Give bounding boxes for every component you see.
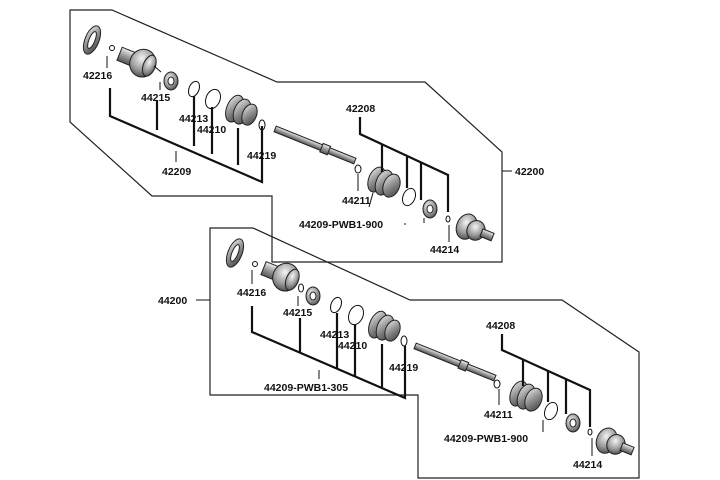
label-44215: 44215 [141, 92, 170, 104]
top-shaft-circlip-icon [354, 164, 362, 174]
top-leader-lines [106, 56, 512, 242]
top-clamp-band-large-icon [205, 88, 221, 110]
top-circlip-icon [109, 45, 115, 51]
bottom-seal-ring-icon [225, 238, 245, 268]
label-44211: 44211 [484, 409, 513, 421]
label-44214: 44214 [430, 244, 459, 256]
bottom-tripod-icon [565, 413, 581, 433]
bottom-small-circlip-icon [298, 283, 304, 293]
top-seal-ring-icon [82, 25, 102, 55]
top-inner-circlip-icon [445, 215, 451, 223]
bottom-inner-race-icon [305, 286, 321, 306]
bottom-part-labels: 44216 44215 44213 44210 44219 44209-PWB1… [158, 287, 602, 471]
bottom-axle-shaft-icon [413, 342, 497, 382]
top-tripod-icon [422, 199, 438, 219]
label-44213: 44213 [179, 113, 208, 125]
label-44209-pwb1-900-top: 44209-PWB1-900 [299, 219, 383, 231]
bottom-inner-housing-icon [595, 427, 635, 456]
label-assembly-44200: 44200 [158, 295, 187, 307]
top-parts [82, 25, 495, 242]
top-inner-clamp-icon [401, 187, 417, 207]
label-assembly-42200: 42200 [515, 166, 544, 178]
label-44215: 44215 [283, 307, 312, 319]
top-assembly: 42216 44215 44213 44210 44219 42209 4220… [69, 9, 544, 263]
top-inner-boot-icon [367, 166, 401, 198]
label-44219: 44219 [247, 150, 276, 162]
top-clamp-band-icon [187, 80, 201, 98]
bottom-inner-boot-icon [509, 380, 543, 412]
label-44210: 44210 [338, 340, 367, 352]
bottom-outer-cv-joint-icon [260, 260, 300, 292]
top-assembly-outline [69, 9, 503, 263]
label-44216: 44216 [237, 287, 266, 299]
bottom-assembly: 44216 44215 44213 44210 44219 44209-PWB1… [158, 227, 640, 479]
top-outer-cv-joint-icon [116, 46, 157, 78]
bottom-clamp-band-large-icon [348, 304, 364, 326]
label-44213: 44213 [320, 329, 349, 341]
bottom-parts [225, 238, 635, 456]
bottom-small-clamp-icon [400, 335, 408, 347]
label-44208: 44208 [486, 320, 515, 332]
bottom-circlip-icon [252, 261, 258, 267]
bottom-inner-clamp-icon [543, 401, 559, 421]
label-44209-pwb1-900-bottom: 44209-PWB1-900 [444, 433, 528, 445]
bottom-boot-icon [368, 310, 401, 342]
bottom-shaft-circlip-icon [493, 379, 501, 389]
top-inner-housing-icon [455, 213, 495, 242]
bottom-clamp-band-icon [329, 296, 343, 314]
label-44211: 44211 [342, 195, 371, 207]
label-44210: 44210 [197, 124, 226, 136]
top-part-labels: 42216 44215 44213 44210 44219 42209 4220… [83, 70, 544, 256]
label-42216: 42216 [83, 70, 112, 82]
bottom-leader-lines [196, 270, 593, 456]
label-42209: 42209 [162, 166, 191, 178]
top-inner-race-icon [163, 71, 179, 91]
label-44209-pwb1-305: 44209-PWB1-305 [264, 382, 348, 394]
top-boot-icon [225, 94, 258, 126]
label-44214: 44214 [573, 459, 602, 471]
bottom-assembly-outline [209, 227, 640, 479]
bottom-inner-circlip-icon [587, 428, 593, 436]
top-axle-shaft-icon [273, 125, 357, 165]
label-44219: 44219 [389, 362, 418, 374]
label-42208: 42208 [346, 103, 375, 115]
